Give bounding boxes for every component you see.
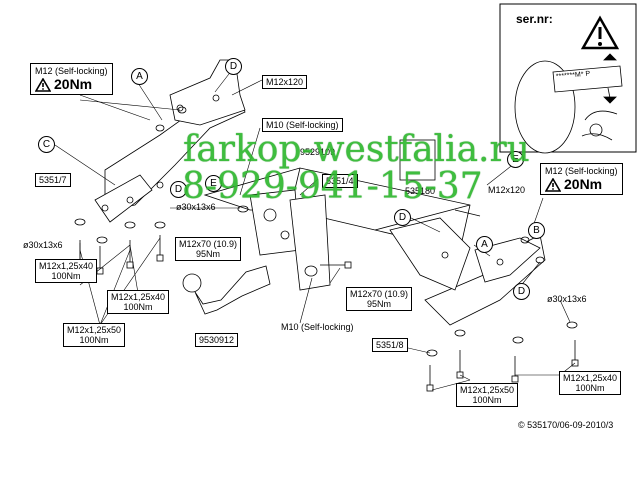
spec-box-left-mid-size: M12x1,25x40 [111,292,166,302]
leader-lines [54,69,576,391]
label-bracket-left: 5351/7 [35,173,71,187]
watermark-site: farkop-westfalia.ru [183,129,530,170]
label-m10-self-locking-top: M10 (Self-locking) [262,118,343,132]
spec-box-left-lower-size: M12x1,25x50 [67,325,122,335]
spec-box-right-m12x70: M12x70 (10.9) 95Nm [346,287,413,311]
torque-box-right-label: M12 (Self-locking) [545,166,618,176]
spec-box-left-lower-torque: 100Nm [79,335,109,345]
spec-box-right-m12x50: M12x1,25x50 100Nm [456,383,519,407]
torque-box-left: M12 (Self-locking) 20Nm [30,63,113,96]
spec-box-right-m12x50-torque: 100Nm [472,395,502,405]
spec-box-right-m12x40-torque: 100Nm [575,383,605,393]
washers [74,106,578,357]
label-washer-left: ø30x13x6 [23,240,63,250]
tow-ball [182,265,271,315]
label-bracket-right: 5351/8 [372,338,408,352]
warning-triangle-icon [35,78,51,93]
torque-box-left-value: 20Nm [54,76,93,92]
callout-d-lower: D [513,283,530,300]
spec-box-left-upper: M12x1,25x40 100Nm [35,259,98,283]
spec-box-left-upper-torque: 100Nm [51,271,81,281]
spec-box-right-m12x40: M12x1,25x40 100Nm [559,371,622,395]
label-washer-mid: ø30x13x6 [176,202,216,212]
label-m10-self-locking-bottom: M10 (Self-locking) [281,322,354,332]
label-socket-plate-2: 535180 [405,186,436,196]
callout-a-right: A [476,236,493,253]
spec-box-left-mid-torque: 100Nm [123,302,153,312]
callout-a-top: A [131,68,148,85]
label-washer-right: ø30x13x6 [547,294,587,304]
spec-box-left-lower: M12x1,25x50 100Nm [63,323,126,347]
label-m12x120-right: M12x120 [488,185,526,195]
socket-plate [249,139,436,291]
label-m12x120-top: M12x120 [262,75,308,89]
footer-copyright: © 535170/06-09-2010/3 [518,420,614,430]
spec-box-center-m12x70: M12x70 (10.9) 95Nm [175,237,242,261]
spec-box-left-mid: M12x1,25x40 100Nm [107,290,170,314]
spec-box-center-m12x70-size: M12x70 (10.9) [179,239,238,249]
torque-box-left-label: M12 (Self-locking) [35,66,108,76]
spec-box-right-m12x50-size: M12x1,25x50 [460,385,515,395]
callout-d-mid: D [170,181,187,198]
vehicle-plate-illustration [514,53,623,154]
warning-triangle-icon [580,15,620,50]
spec-box-right-m12x70-size: M12x70 (10.9) [350,289,409,299]
callout-e-left: E [205,175,222,192]
label-socket-plate-1: 9529109 [300,147,336,157]
callout-d-top: D [225,58,242,75]
spec-box-center-m12x70-torque: 95Nm [196,249,221,259]
label-crossbar: 5351/4 [322,174,358,188]
label-ball-part: 9530912 [195,333,239,347]
watermark-phone: 8-929-941-15-37 [182,166,483,207]
torque-box-right: M12 (Self-locking) 20Nm [540,163,623,196]
top-left-bracket [169,59,246,126]
torque-box-right-value: 20Nm [564,176,603,192]
spec-box-right-m12x70-torque: 95Nm [367,299,392,309]
right-bracket [389,217,546,326]
warning-triangle-icon [545,178,561,193]
spec-box-left-upper-size: M12x1,25x40 [39,261,94,271]
callout-c-left: C [38,136,55,153]
callout-d-right: D [394,209,411,226]
left-bracket [94,99,246,223]
callout-b-right: B [528,222,545,239]
callout-e-right: E [507,151,524,168]
spec-box-right-m12x40-size: M12x1,25x40 [563,373,618,383]
serial-number-label: ser.nr: [516,12,553,26]
